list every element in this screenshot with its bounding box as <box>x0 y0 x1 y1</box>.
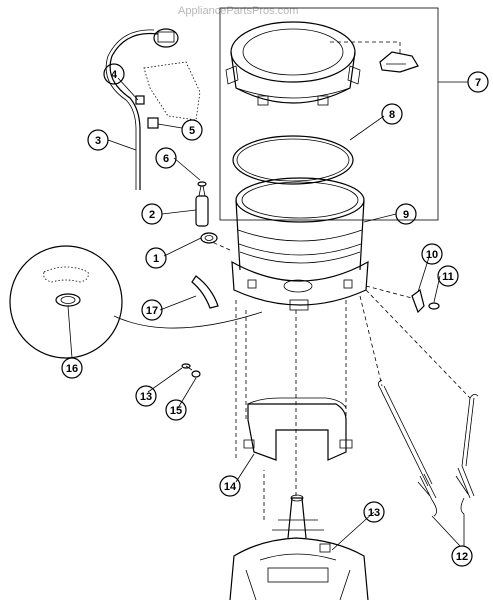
callout-9: 9 <box>395 203 417 225</box>
part-1-grommet <box>200 232 218 244</box>
callout-8-label: 8 <box>389 109 395 121</box>
callout-3: 3 <box>87 129 109 151</box>
callout-3-label: 3 <box>95 135 101 147</box>
callout-13-upper: 13 <box>135 385 157 407</box>
callout-9-label: 9 <box>403 209 409 221</box>
alignment-lines <box>211 241 471 520</box>
transmission-assembly <box>229 494 369 600</box>
callout-15: 15 <box>165 399 187 421</box>
callout-7-label: 7 <box>475 77 481 89</box>
part-7-tub-ring <box>225 21 419 106</box>
callout-17-label: 17 <box>146 305 158 317</box>
part-13-15-small-parts <box>181 363 201 378</box>
part-3-hose <box>105 29 159 190</box>
callout-4-label: 4 <box>111 69 118 81</box>
leader-lines <box>67 77 468 551</box>
callout-5: 5 <box>181 119 203 141</box>
callout-17: 17 <box>141 299 163 321</box>
callout-10: 10 <box>421 243 443 265</box>
callout-16: 16 <box>61 357 83 379</box>
callout-12-label: 12 <box>456 551 468 563</box>
part-2-hose-fitting <box>195 185 209 227</box>
callout-11-label: 11 <box>442 271 454 283</box>
callout-4: 4 <box>103 63 125 85</box>
callout-13-upper-label: 13 <box>140 391 152 403</box>
callout-6: 6 <box>155 147 177 169</box>
callout-13-lower-label: 13 <box>368 507 380 519</box>
part-4-5-bracket <box>135 28 201 129</box>
part-6-grommet <box>197 181 207 187</box>
callout-13-lower: 13 <box>363 501 385 523</box>
callout-5-label: 5 <box>189 125 195 137</box>
callout-15-label: 15 <box>170 405 182 417</box>
callout-6-label: 6 <box>163 153 169 165</box>
part-9-outer-tub <box>231 177 369 311</box>
part-8-gasket <box>232 135 354 185</box>
callout-1: 1 <box>145 247 167 269</box>
callout-14-label: 14 <box>224 481 237 493</box>
callout-8: 8 <box>381 103 403 125</box>
callout-10-label: 10 <box>426 249 438 261</box>
part-14-shroud <box>243 397 353 461</box>
callout-1-label: 1 <box>153 253 159 265</box>
callout-11: 11 <box>437 265 459 287</box>
callout-16-label: 16 <box>66 363 78 375</box>
callout-7: 7 <box>467 71 489 93</box>
watermark-text: AppliancePartsPros.com <box>178 5 298 17</box>
part-17-strip <box>191 275 219 309</box>
callout-14: 14 <box>219 475 241 497</box>
part-7-frame <box>219 7 439 221</box>
callout-2: 2 <box>141 203 163 225</box>
part-10-11-clips <box>411 288 440 314</box>
callout-2-label: 2 <box>149 209 155 221</box>
part-12-springs <box>378 379 479 517</box>
part-16-inset <box>9 245 263 359</box>
callout-12: 12 <box>451 545 473 567</box>
